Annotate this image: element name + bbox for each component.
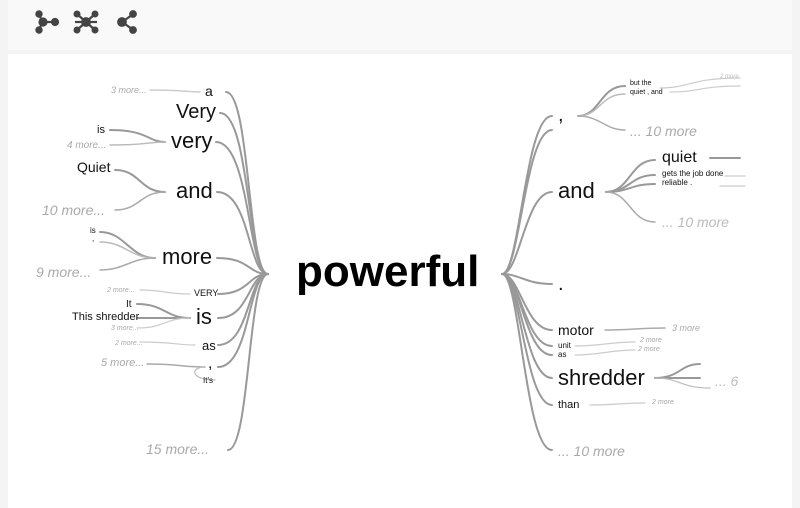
left-word-Very[interactable]: Very <box>176 101 217 123</box>
left-and-quiet[interactable]: Quiet <box>77 159 111 175</box>
right-comma-more1[interactable]: 2 more <box>720 74 739 80</box>
tree-left-icon[interactable] <box>112 8 140 36</box>
left-word-more[interactable]: more <box>162 244 213 269</box>
right-comma-more2[interactable]: ... 10 more <box>630 123 697 139</box>
tree-one-side-icon[interactable] <box>34 8 62 36</box>
right-shredder-more[interactable]: ... 6 <box>715 373 739 389</box>
right-comma-but[interactable]: but the <box>630 80 652 87</box>
right-word-unit[interactable]: unit <box>558 341 571 350</box>
right-word-motor[interactable]: motor <box>558 322 594 338</box>
right-than-more[interactable]: 2 more <box>652 399 674 406</box>
left-word-as[interactable]: as <box>202 338 216 353</box>
right-comma-quiet[interactable]: quiet , and <box>630 89 663 96</box>
toolbar <box>8 0 792 50</box>
left-word-very[interactable]: very <box>171 128 213 153</box>
right-bottom-more[interactable]: ... 10 more <box>558 443 625 459</box>
left-word-VERY[interactable]: VERY <box>194 288 219 298</box>
root-word[interactable]: powerful <box>296 247 480 296</box>
tree-both-sides-icon[interactable] <box>72 8 100 36</box>
right-motor-more[interactable]: 3 more <box>672 323 701 333</box>
left-is-it[interactable]: It <box>126 299 132 310</box>
left-very-is[interactable]: is <box>97 124 105 136</box>
left-very-more[interactable]: 4 more... <box>67 140 107 151</box>
left-as-more[interactable]: 2 more... <box>115 340 143 347</box>
left-more-is[interactable]: is <box>90 226 96 235</box>
left-VERY-more[interactable]: 2 more... <box>107 287 135 294</box>
right-word-comma[interactable]: , <box>558 104 564 126</box>
right-and-reliable[interactable]: reliable . <box>662 178 693 187</box>
right-and-quiet[interactable]: quiet <box>662 149 697 166</box>
right-word-dot[interactable]: . <box>558 273 564 295</box>
right-unit-more[interactable]: 2 more <box>640 337 662 344</box>
left-a-more[interactable]: 3 more... <box>111 85 147 95</box>
left-more-more[interactable]: 9 more... <box>36 264 92 280</box>
left-comma-more[interactable]: 5 more... <box>101 357 145 369</box>
left-word-a[interactable]: a <box>205 83 213 99</box>
right-and-more[interactable]: ... 10 more <box>662 214 729 230</box>
left-more-dot[interactable]: , <box>92 234 95 243</box>
right-word-as[interactable]: as <box>558 350 567 359</box>
right-word-and[interactable]: and <box>558 178 595 203</box>
left-word-is[interactable]: is <box>196 304 212 329</box>
left-its[interactable]: It's <box>203 376 213 385</box>
left-word-and[interactable]: and <box>176 178 213 203</box>
right-and-gets[interactable]: gets the job done <box>662 169 724 178</box>
right-word-than[interactable]: than <box>558 399 580 411</box>
left-is-shredder[interactable]: This shredder <box>72 311 140 323</box>
left-bottom-more[interactable]: 15 more... <box>146 441 210 457</box>
right-word-shredder[interactable]: shredder <box>558 365 645 390</box>
right-as-more[interactable]: 2 more <box>638 346 660 353</box>
left-and-more[interactable]: 10 more... <box>42 202 106 218</box>
left-word-comma[interactable]: , <box>208 355 213 372</box>
left-is-more[interactable]: 3 more... <box>111 325 139 332</box>
